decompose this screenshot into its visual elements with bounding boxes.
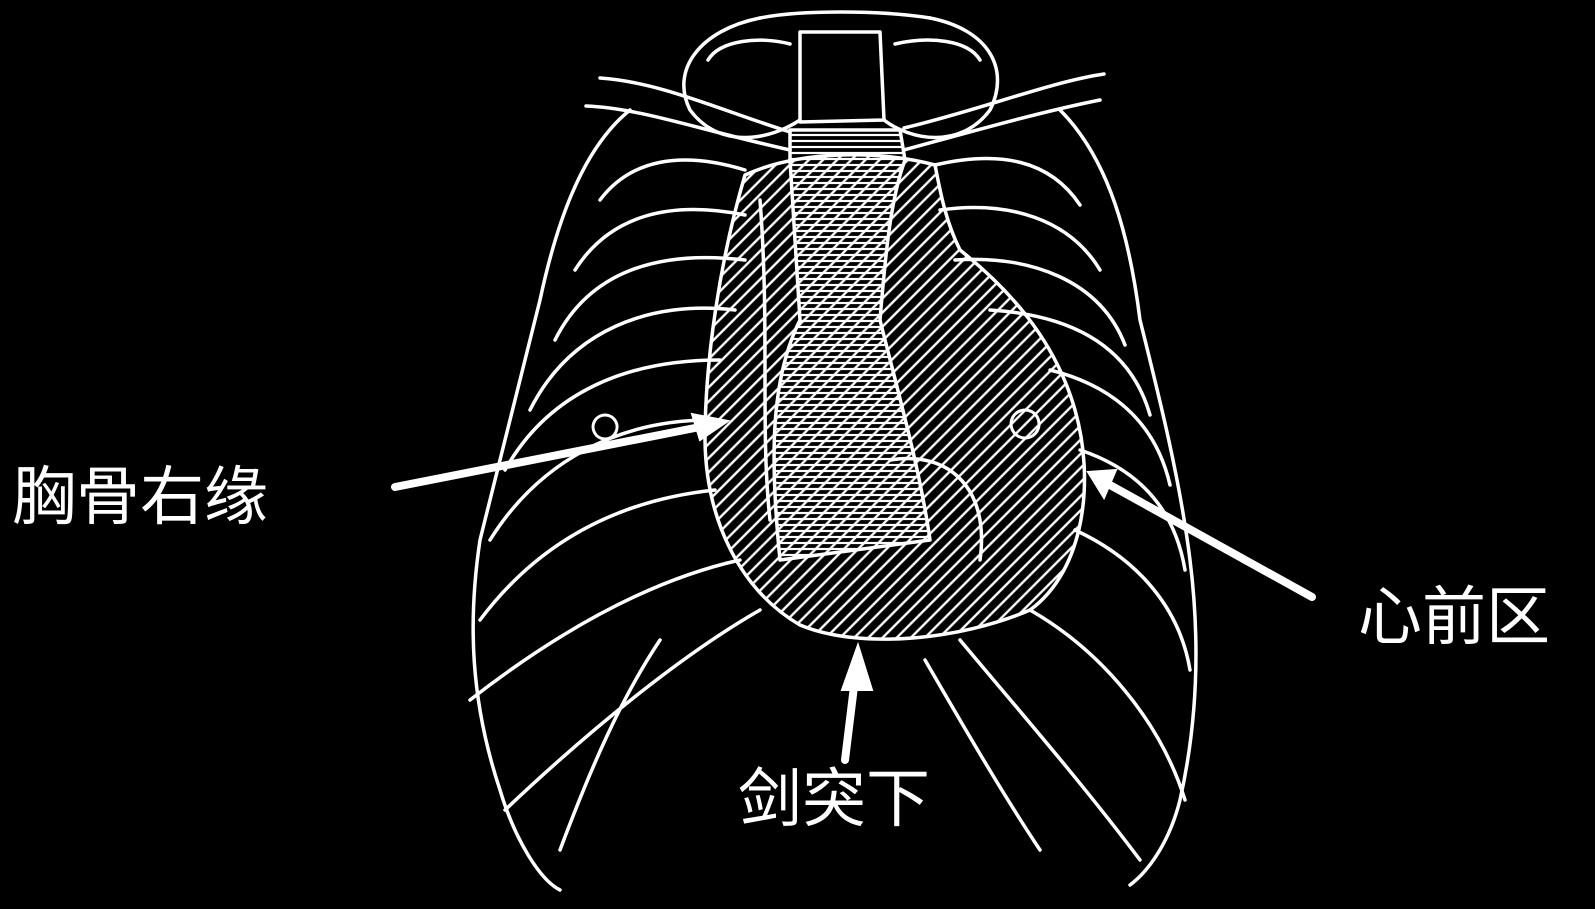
- vertebra-top: [684, 12, 998, 138]
- heart-silhouette: [705, 155, 1085, 639]
- label-subxiphoid: 剑突下: [738, 768, 930, 832]
- label-precordium: 心前区: [1358, 586, 1550, 650]
- arrow-right-sternal-border: [395, 426, 705, 487]
- label-right-sternal-border: 胸骨右缘: [12, 466, 268, 530]
- arrow-precordium: [1110, 485, 1312, 597]
